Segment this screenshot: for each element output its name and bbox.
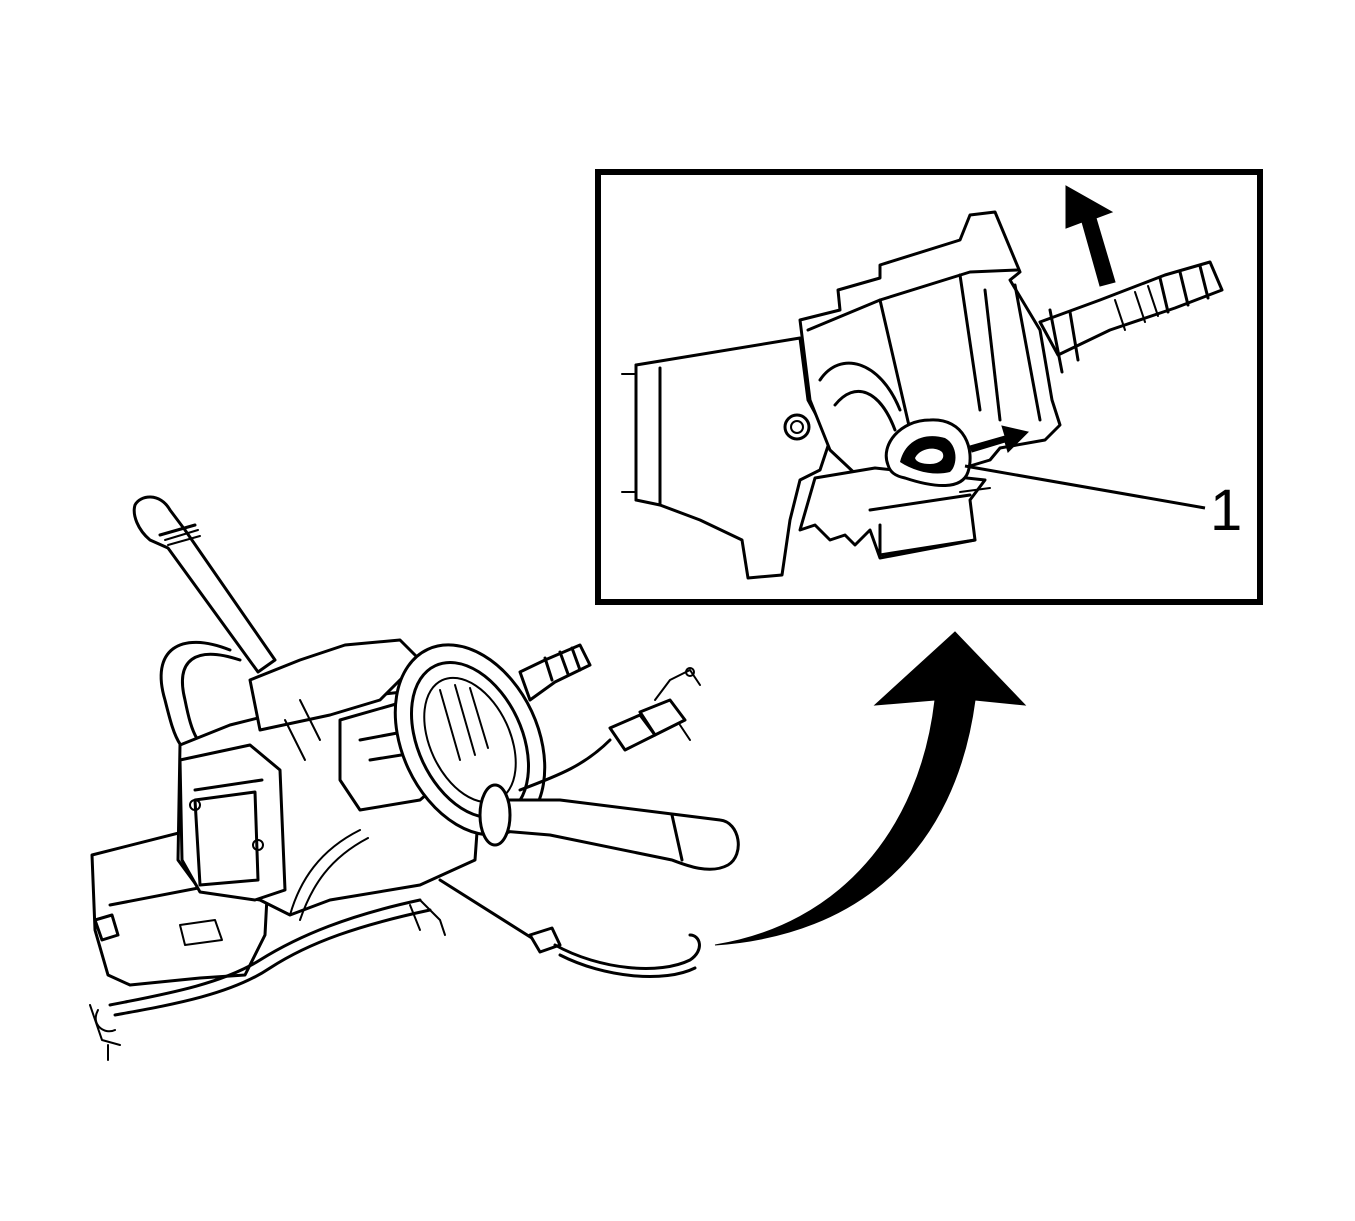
up-arrow-icon [1065,185,1116,287]
inset-lower-bracket [798,466,991,560]
lower-cable [438,878,701,979]
inset-steering-shaft [1038,260,1224,374]
inset-lock-housing [798,210,1062,482]
steering-column-assembly [89,495,740,1061]
detail-inset: 1 [595,169,1263,605]
right-connectors [518,667,701,792]
callout-1-leader [964,464,1206,510]
turn-signal-lever [132,495,277,674]
wiring-harness [89,829,446,1061]
inset-column-housing [621,336,832,580]
curved-arrow-icon [714,631,1027,946]
upper-steering-shaft [518,643,592,702]
right-arrow-icon [969,425,1029,453]
callout-1-label: 1 [1210,478,1242,543]
inset-lock-cylinder [884,418,972,488]
wiper-lever [478,783,740,871]
